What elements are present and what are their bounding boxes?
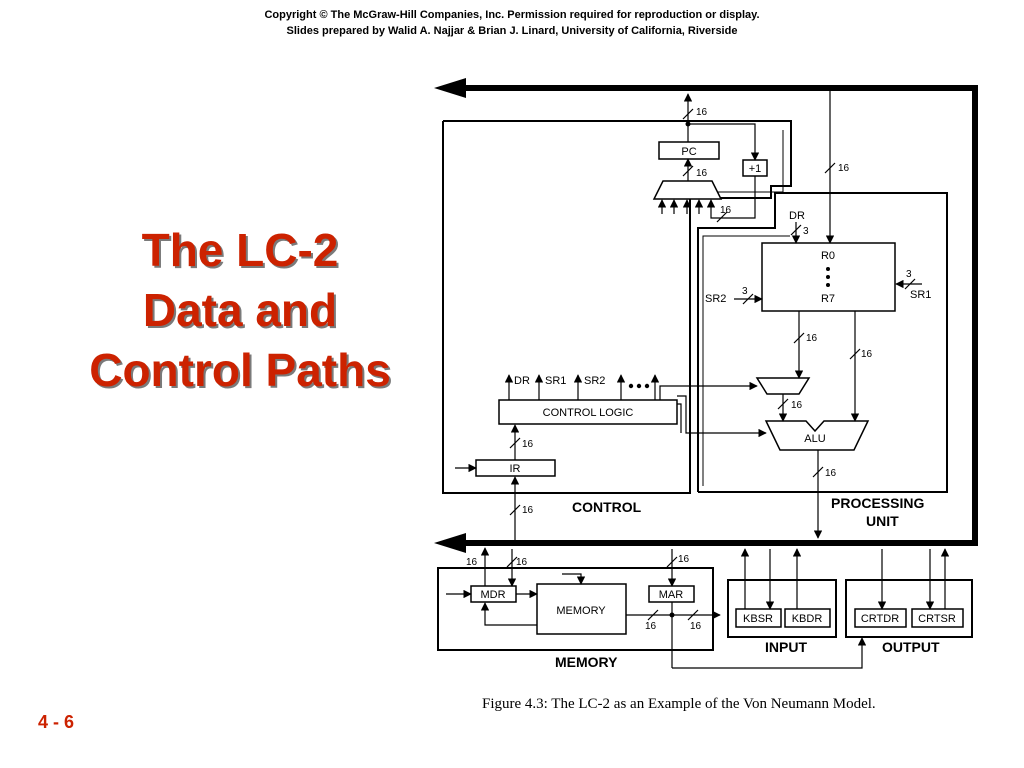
alu-a-width: 16 <box>806 333 818 344</box>
section-label-memory: MEMORY <box>555 654 618 670</box>
pc-bus-width: 16 <box>696 107 708 118</box>
inc-width: 16 <box>720 205 732 216</box>
cl-sr1-label: SR1 <box>545 375 566 387</box>
control-logic-wires <box>504 374 767 438</box>
alu: ALU <box>764 420 870 451</box>
mdr-label: MDR <box>480 589 505 601</box>
ir-wires <box>455 424 521 540</box>
alu-mux <box>755 377 811 395</box>
reg-r7-label: R7 <box>821 293 835 305</box>
mdr-in-width: 16 <box>516 557 528 568</box>
alu-wires <box>777 311 861 539</box>
regfile-in-width: 16 <box>838 163 850 174</box>
section-label-output: OUTPUT <box>882 639 940 655</box>
output-wires <box>877 548 950 610</box>
incrementer: +1 <box>742 159 768 177</box>
addr-width-1: 16 <box>645 621 657 632</box>
control-section <box>442 120 792 494</box>
dr-label: DR <box>789 210 805 222</box>
control-logic-label: CONTROL LOGIC <box>543 407 634 419</box>
dr-width: 3 <box>803 226 809 237</box>
output-section: CRTDR CRTSR <box>845 579 973 638</box>
alu-mux-width: 16 <box>791 400 803 411</box>
pc-register: PC <box>658 141 720 160</box>
system-bus <box>434 78 978 553</box>
control-logic: CONTROL LOGIC <box>498 399 678 425</box>
alu-b-width: 16 <box>861 349 873 360</box>
title-line-1: The LC-2 <box>141 224 339 276</box>
section-label-processing-1: PROCESSING <box>831 495 924 511</box>
credits-line: Slides prepared by Walid A. Najjar & Bri… <box>286 25 738 37</box>
ir-label: IR <box>510 463 521 475</box>
ir-bus-width: 16 <box>522 505 534 516</box>
memory-section: MDR MEMORY MAR <box>437 567 714 651</box>
cl-sr2-label: SR2 <box>584 375 605 387</box>
section-label-processing-2: UNIT <box>866 513 899 529</box>
pc-label: PC <box>681 146 696 158</box>
regfile-control-wires <box>734 222 922 305</box>
copyright-line: Copyright © The McGraw-Hill Companies, I… <box>264 9 760 21</box>
input-section: KBSR KBDR <box>727 579 837 638</box>
sr2-label: SR2 <box>705 293 726 305</box>
memory-block-label: MEMORY <box>556 605 606 617</box>
register-file: R0 R7 <box>761 242 896 312</box>
alu-out-width: 16 <box>825 468 837 479</box>
processing-section <box>697 192 948 493</box>
addr-width-2: 16 <box>690 621 702 632</box>
alu-label: ALU <box>804 433 825 445</box>
crtdr-label: CRTDR <box>861 613 899 625</box>
mar-in-width: 16 <box>678 554 690 565</box>
mdr-out-width: 16 <box>466 557 478 568</box>
figure-caption: Figure 4.3: The LC-2 as an Example of th… <box>482 696 876 712</box>
ir-cl-width: 16 <box>522 439 534 450</box>
mar-label: MAR <box>659 589 684 601</box>
pc-wires <box>657 93 760 223</box>
section-label-control: CONTROL <box>572 499 642 515</box>
ir-register: IR <box>475 459 556 477</box>
sr2-width: 3 <box>742 286 748 297</box>
incrementer-label: +1 <box>749 163 762 175</box>
title-line-2: Data and <box>142 284 338 336</box>
bus-to-regfile <box>824 91 836 244</box>
section-label-input: INPUT <box>765 639 807 655</box>
slide-number: 4 - 6 <box>38 712 75 732</box>
slide-title: The LC-2 Data and Control Paths <box>40 220 440 400</box>
input-wires <box>740 548 802 610</box>
kbdr-label: KBDR <box>792 613 823 625</box>
sr1-label: SR1 <box>910 289 931 301</box>
crtsr-label: CRTSR <box>918 613 956 625</box>
kbsr-label: KBSR <box>743 613 773 625</box>
pc-mux-width: 16 <box>696 168 708 179</box>
reg-r0-label: R0 <box>821 250 835 262</box>
title-line-3: Control Paths <box>89 344 391 396</box>
sr1-width: 3 <box>906 269 912 280</box>
cl-dr-label: DR <box>514 375 530 387</box>
pc-mux <box>652 180 723 200</box>
